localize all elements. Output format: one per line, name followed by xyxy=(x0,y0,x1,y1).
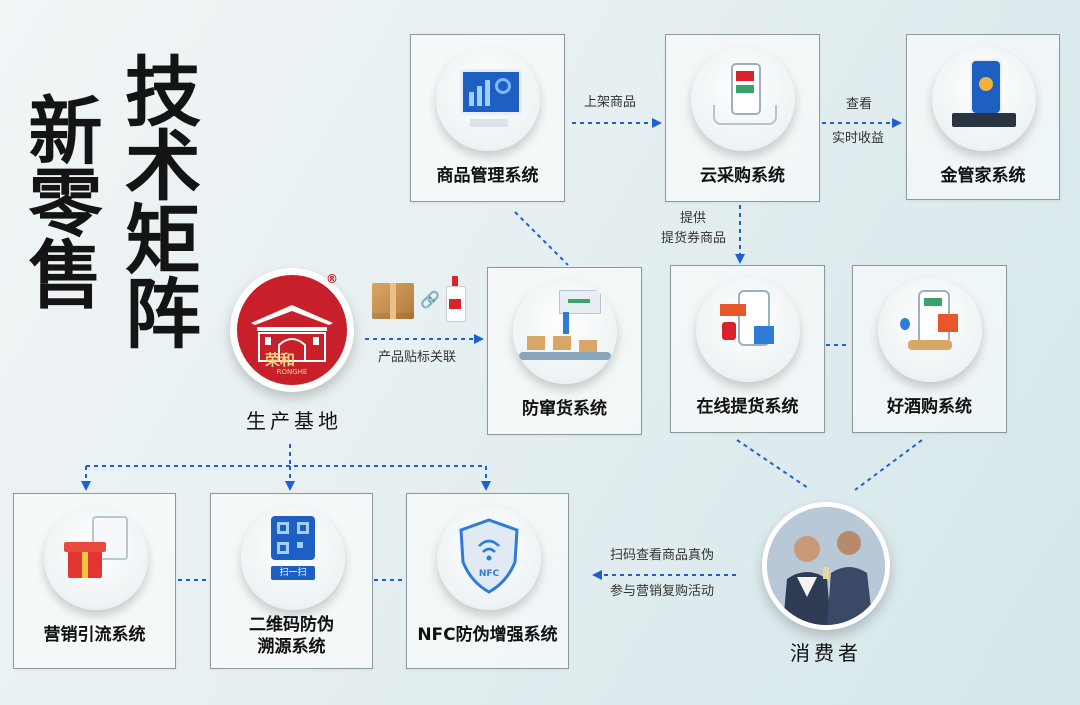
logo-brand-sub: RONGHE xyxy=(276,368,308,376)
edge-label-scan-verify: 扫码查看商品真伪 xyxy=(610,548,715,563)
label-goods-management: 商品管理系统 xyxy=(436,166,539,186)
consumer-label: 消费者 xyxy=(790,641,862,665)
conveyor-scanner-icon xyxy=(513,280,617,384)
phone-voucher-icon xyxy=(696,278,800,382)
phone-wine-icon xyxy=(878,278,982,382)
two-people-illustration xyxy=(767,507,885,625)
edge-goods-to-antismuggle xyxy=(514,211,569,266)
link-icon: 🔗 xyxy=(420,290,440,309)
monitor-dashboard-icon xyxy=(436,47,540,151)
cardboard-box-icon xyxy=(372,283,414,319)
card-online-pickup[interactable]: 在线提货系统 xyxy=(670,265,825,433)
logo-inner-red-disc: 荣和 RONGHE xyxy=(237,275,347,385)
card-cloud-purchase[interactable]: 云采购系统 xyxy=(665,34,820,202)
gate-building-icon xyxy=(251,305,333,362)
edge-pickup-to-consumer xyxy=(736,439,809,489)
edge-label-realtime-income: 实时收益 xyxy=(832,131,885,146)
gift-box-icon xyxy=(44,506,148,610)
edge-goodwine-to-consumer xyxy=(854,439,923,491)
consumer-photo xyxy=(762,502,890,630)
label-cloud-purchase: 云采购系统 xyxy=(700,166,785,186)
svg-text:NFC: NFC xyxy=(479,569,500,579)
production-base-label: 生产基地 xyxy=(246,409,342,433)
production-base-logo: 荣和 RONGHE ® xyxy=(230,268,354,392)
label-anti-smuggle: 防窜货系统 xyxy=(522,399,607,419)
title-line-2: 新零售 xyxy=(16,92,102,308)
phone-coin-icon xyxy=(932,47,1036,151)
logo-brand-text: 荣和 xyxy=(265,351,296,369)
title-line-1: 技术矩阵 xyxy=(112,52,201,348)
edge-label-product-link: 产品贴标关联 xyxy=(378,350,457,365)
label-nfc: NFC防伪增强系统 xyxy=(417,625,558,645)
label-gold-steward: 金管家系统 xyxy=(940,166,1026,186)
label-qr-trace: 二维码防伪 溯源系统 xyxy=(249,615,334,657)
card-gold-steward[interactable]: 金管家系统 xyxy=(906,34,1060,200)
edge-label-view: 查看 xyxy=(846,97,873,112)
scan-tag-label: 扫一扫 xyxy=(271,566,315,580)
card-goods-management[interactable]: 商品管理系统 xyxy=(410,34,565,202)
label-marketing: 营销引流系统 xyxy=(43,625,146,645)
edge-label-provide: 提供 xyxy=(680,211,707,226)
qr-cube-icon: 扫一扫 xyxy=(241,506,345,610)
card-qr-trace[interactable]: 扫一扫 二维码防伪 溯源系统 xyxy=(210,493,373,669)
phone-cart-icon xyxy=(691,47,795,151)
registered-mark: ® xyxy=(326,272,338,286)
card-nfc[interactable]: NFC NFC防伪增强系统 xyxy=(406,493,569,669)
nfc-shield-icon: NFC xyxy=(437,506,541,610)
label-good-wine: 好酒购系统 xyxy=(887,397,972,417)
edge-label-join-marketing: 参与营销复购活动 xyxy=(610,584,715,599)
liquor-bottle-icon xyxy=(446,276,466,322)
card-anti-smuggle[interactable]: 防窜货系统 xyxy=(487,267,642,435)
card-marketing[interactable]: 营销引流系统 xyxy=(13,493,176,669)
edge-label-voucher-goods: 提货券商品 xyxy=(661,231,727,246)
edge-label-listing: 上架商品 xyxy=(584,95,637,110)
card-good-wine[interactable]: 好酒购系统 xyxy=(852,265,1007,433)
label-online-pickup: 在线提货系统 xyxy=(696,397,799,417)
